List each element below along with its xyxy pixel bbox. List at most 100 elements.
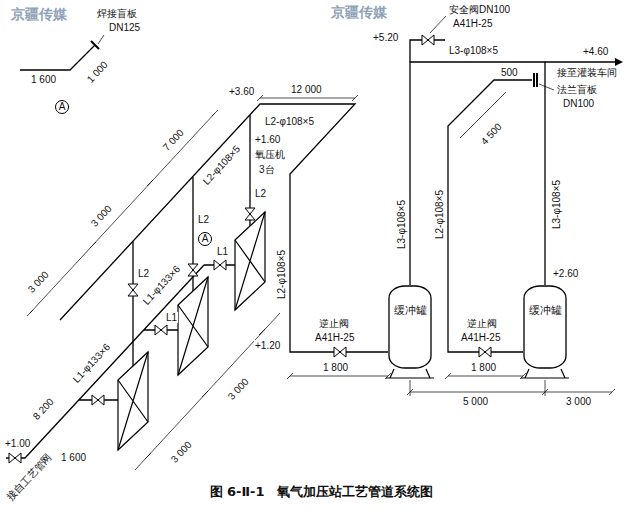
compressor: [118, 212, 265, 450]
note: 接自工艺管网: [4, 451, 54, 504]
note: 接至灌装车间: [556, 67, 618, 78]
pipe-line: [20, 45, 95, 70]
watermark: 京疆传媒: [330, 4, 388, 20]
dimension: 8 200: [30, 395, 56, 422]
dimension: 3 000: [88, 202, 114, 229]
dimension-line: [98, 16, 554, 90]
valve-symbol: [128, 284, 138, 296]
tank-name: 缓冲罐: [394, 304, 427, 317]
valve-name: 逆止阀: [466, 318, 498, 329]
valve-symbol: [188, 264, 198, 276]
callout-letter: A: [55, 100, 69, 114]
tank-text-row: 缓冲罐: [523, 285, 567, 318]
pipe-code: L2: [254, 188, 267, 199]
blind-plate: [91, 41, 537, 87]
elevation: +4.60: [582, 46, 609, 57]
compressor: [118, 352, 148, 450]
dimension: 1 600: [30, 74, 57, 85]
tank-text-row: 缓冲罐: [388, 285, 432, 318]
valve-model: A41H-25: [460, 332, 501, 343]
pipe-spec: L1-φ133×6: [70, 341, 113, 386]
valve-symbol: [422, 35, 434, 45]
callout-letter: A: [198, 232, 212, 246]
dimension-line: [135, 313, 280, 470]
compressor: [178, 277, 208, 375]
tank-outline: [388, 285, 432, 369]
dimension-line: [257, 95, 358, 101]
pipe-spec: L2-φ108×5: [276, 249, 287, 300]
tank-shell: [389, 286, 431, 368]
elevation: +5.20: [372, 32, 399, 43]
elevation: +3.60: [228, 86, 255, 97]
dimension: 3 000: [25, 268, 51, 295]
valve-symbol: [9, 453, 21, 463]
pipe-line: [6, 40, 615, 458]
figure-caption: 图 6-Ⅱ-1 氧气加压站工艺管道系统图: [0, 484, 643, 500]
dimension-line: [27, 110, 218, 316]
pipe-spec: L3-φ108×5: [551, 179, 562, 230]
dimension: 12 000: [290, 84, 323, 95]
valve-symbol: [245, 208, 255, 220]
pipe-line: [410, 40, 445, 62]
dimension: 3 000: [565, 396, 592, 407]
equipment-name: 氧压机: [254, 149, 286, 160]
pipe-code: L2: [197, 214, 210, 225]
dimension: 3 000: [168, 438, 194, 465]
dimension: 1 600: [60, 452, 87, 463]
pipe-connector: [410, 62, 545, 285]
valve-symbol: [334, 347, 346, 357]
tank-shell: [524, 286, 566, 368]
dimension: 1 800: [322, 362, 349, 373]
elevation: +1.60: [254, 134, 281, 145]
flow-arrow: [615, 58, 623, 66]
pipe-line: [6, 265, 235, 458]
pipe-line: [545, 61, 615, 62]
valve-model: A41H-25: [452, 18, 493, 29]
dimension-line: [410, 380, 545, 396]
dimension: 4 500: [478, 120, 504, 147]
tank-support: [386, 369, 434, 378]
dimension: 1 000: [84, 58, 110, 85]
pipe-spec: L3-φ108×5: [448, 45, 499, 56]
compressor: [178, 277, 208, 375]
pipe-line: [60, 104, 388, 352]
dimension: 3 000: [225, 375, 251, 402]
note: 法兰盲板: [556, 84, 598, 95]
elevation: +1.00: [4, 438, 31, 449]
valve-model: A41H-25: [314, 332, 355, 343]
tank-outline: [523, 285, 567, 369]
valve-name: 逆止阀: [318, 318, 350, 329]
dimension-line: [445, 373, 526, 379]
pipe-line: [448, 80, 532, 352]
valve-symbol: [155, 325, 167, 335]
valve-symbol: [9, 35, 491, 463]
valve-symbol: [214, 260, 226, 270]
equipment-count: 3台: [258, 164, 276, 175]
valve-symbol: [92, 395, 104, 405]
dimension-line: [407, 389, 615, 395]
pipe-code: L1: [165, 312, 178, 323]
tank-name: 缓冲罐: [529, 304, 562, 317]
buffer-tank: 缓冲罐: [388, 285, 432, 369]
compressor: [235, 212, 265, 310]
dimension: 1 800: [470, 362, 497, 373]
compressor: [235, 212, 265, 310]
flow-arrow: [615, 58, 623, 66]
valve-symbol: [479, 347, 491, 357]
pipe-line: [133, 115, 250, 366]
buffer-tank: 缓冲罐: [523, 285, 567, 369]
pipe-spec: L2-φ108×5: [200, 143, 243, 188]
valve-name: 安全阀DN100: [448, 4, 511, 15]
dimension-line: [287, 373, 391, 379]
compressor: [118, 352, 148, 450]
pipe-size: DN125: [108, 22, 141, 33]
dimension: 5 000: [462, 396, 489, 407]
pipe-code: L2: [137, 268, 150, 279]
pipe-spec: L2-φ108×5: [264, 116, 315, 127]
dimension: 500: [500, 67, 519, 78]
tank-support: [521, 369, 569, 378]
elevation: +1.20: [254, 340, 281, 351]
watermark: 京疆传媒: [10, 6, 68, 22]
elevation: +2.60: [552, 268, 579, 279]
